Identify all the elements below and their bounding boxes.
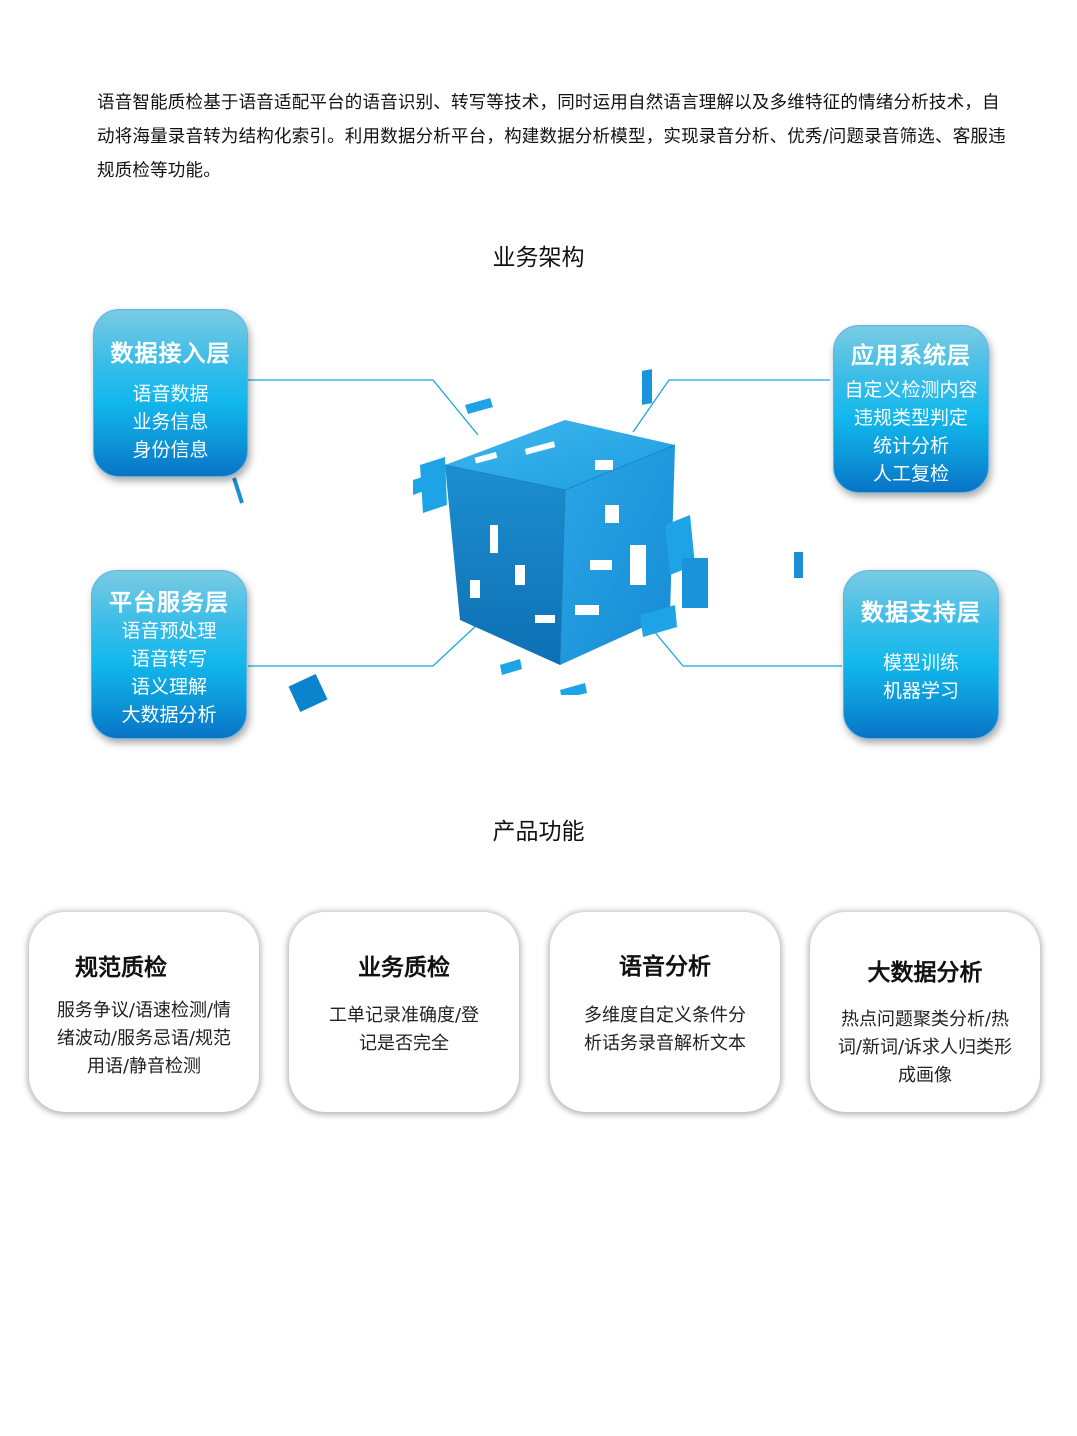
layer-item: 身份信息 [132,439,209,461]
connector-lines [232,379,842,667]
layer-title: 数据支持层 [861,600,981,626]
features-title: 产品功能 [492,819,585,845]
cube-icon [413,398,695,699]
feature-title: 大数据分析 [867,960,983,986]
cube-graphic [405,365,715,699]
layer-title: 数据接入层 [110,341,231,367]
feature-card-standard-qc: 规范质检 服务争议/语速检测/情 绪波动/服务忌语/规范 用语/静音检测 [29,912,259,1112]
feature-desc-line: 服务争议/语速检测/情 [56,1000,232,1021]
feature-title: 业务质检 [358,955,450,981]
layer-item: 语义理解 [130,676,207,698]
layer-title: 平台服务层 [109,590,229,616]
layer-box-data-support: 数据支持层 模型训练 机器学习 [843,570,999,739]
layer-item: 模型训练 [882,652,959,674]
layer-item: 统计分析 [872,435,949,457]
layer-title: 应用系统层 [851,343,971,369]
feature-description: 热点问题聚类分析/热 词/新词/诉求人归类形 成画像 [824,1006,1026,1090]
feature-desc-line: 多维度自定义条件分 [584,1005,746,1026]
architecture-title: 业务架构 [492,245,585,271]
layer-item: 语音数据 [132,383,209,405]
layer-item: 自定义检测内容 [844,379,978,401]
feature-description: 多维度自定义条件分 析话务录音解析文本 [568,1002,762,1058]
feature-title: 规范质检 [75,955,167,981]
feature-desc-line: 记是否完全 [359,1033,449,1054]
fragment-icon [682,558,708,608]
feature-card-speech-analysis: 语音分析 多维度自定义条件分 析话务录音解析文本 [550,912,780,1112]
feature-title: 语音分析 [619,954,711,980]
feature-desc-line: 词/新词/诉求人归类形 [837,1037,1013,1058]
feature-desc-line: 绪波动/服务忌语/规范 [56,1028,232,1049]
feature-desc-line: 热点问题聚类分析/热 [840,1009,1010,1030]
layer-box-platform-service: 平台服务层 语音预处理 语音转写 语义理解 大数据分析 [91,570,247,739]
layer-item: 机器学习 [882,680,959,702]
feature-desc-line: 析话务录音解析文本 [584,1033,746,1054]
feature-desc-line: 用语/静音检测 [86,1056,202,1077]
fragment-icon [794,552,803,578]
feature-card-business-qc: 业务质检 工单记录准确度/登 记是否完全 [289,912,519,1112]
layer-item: 违规类型判定 [853,407,968,429]
feature-desc-line: 成画像 [898,1065,952,1086]
layer-item: 语音预处理 [121,620,217,642]
layer-item: 大数据分析 [121,704,217,726]
layer-item: 语音转写 [130,648,207,670]
layer-box-application: 应用系统层 自定义检测内容 违规类型判定 统计分析 人工复检 [833,325,989,493]
feature-description: 服务争议/语速检测/情 绪波动/服务忌语/规范 用语/静音检测 [47,997,241,1081]
intro-paragraph: 语音智能质检基于语音适配平台的语音识别、转写等技术，同时运用自然语言理解以及多维… [97,93,1006,181]
layer-item: 业务信息 [132,411,209,433]
feature-card-big-data-analysis: 大数据分析 热点问题聚类分析/热 词/新词/诉求人归类形 成画像 [810,912,1040,1112]
feature-description: 工单记录准确度/登 记是否完全 [307,1002,501,1058]
feature-desc-line: 工单记录准确度/登 [328,1005,480,1026]
layer-box-data-access: 数据接入层 语音数据 业务信息 身份信息 [93,309,248,477]
fragment-icon [642,369,652,405]
layer-item: 人工复检 [872,463,949,485]
